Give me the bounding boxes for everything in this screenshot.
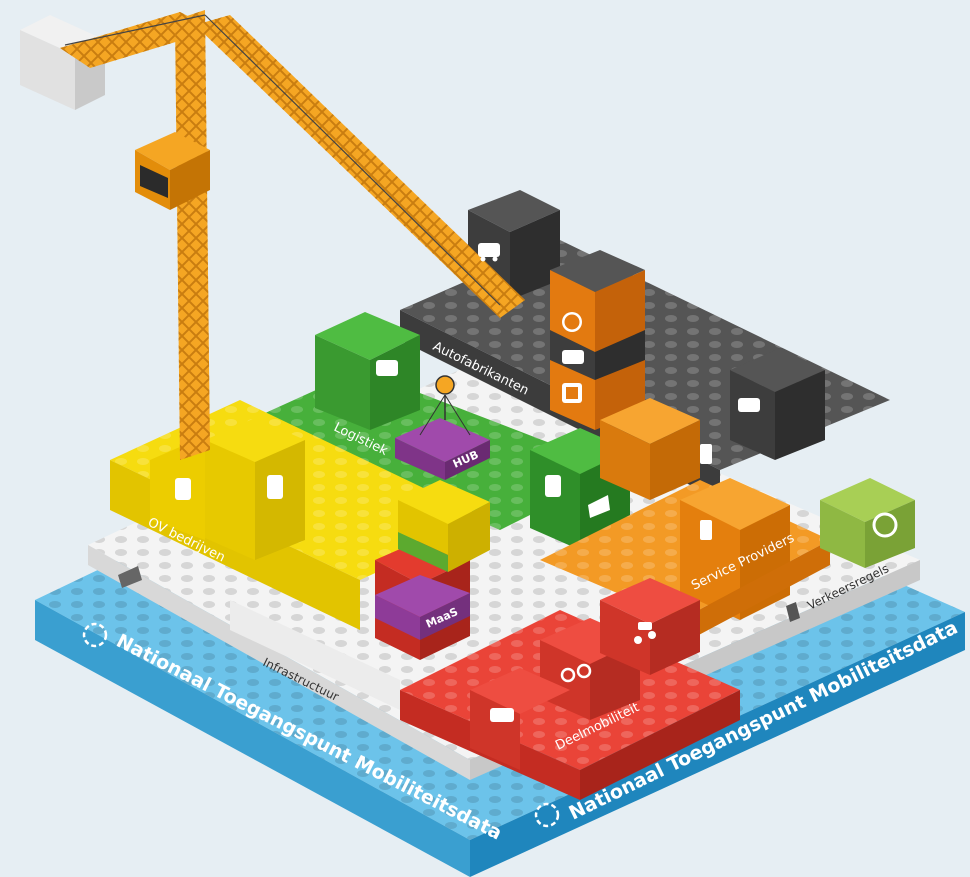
ferry-icon <box>588 495 610 518</box>
car-crash-icon <box>118 566 142 588</box>
ev-charging-icon <box>872 512 898 538</box>
road-icon <box>786 602 800 622</box>
ndw-logo-icon <box>82 622 108 648</box>
icons <box>82 243 898 828</box>
ndw-logo-icon <box>534 802 560 828</box>
phone-icon <box>700 444 712 464</box>
bike-icon <box>560 663 592 683</box>
speed-sign-icon <box>562 312 582 332</box>
crane <box>20 10 525 460</box>
hub-block <box>395 418 490 480</box>
crane-hook-icon <box>435 375 455 395</box>
van-icon <box>376 360 398 376</box>
bus-icon <box>267 475 283 499</box>
autofabrikanten-block <box>400 190 890 500</box>
scooter-icon <box>634 622 656 644</box>
parking-icon <box>562 383 582 403</box>
phone-icon <box>700 520 712 540</box>
car-icon <box>562 350 584 364</box>
car-icon <box>738 398 760 412</box>
deelmobiliteit-block <box>375 480 740 800</box>
car-icon <box>490 708 514 722</box>
service-providers-block <box>540 398 830 645</box>
bus-icon <box>175 478 191 500</box>
car-icon <box>478 243 500 262</box>
verkeersregels-block <box>820 478 915 568</box>
train-icon <box>545 475 561 497</box>
